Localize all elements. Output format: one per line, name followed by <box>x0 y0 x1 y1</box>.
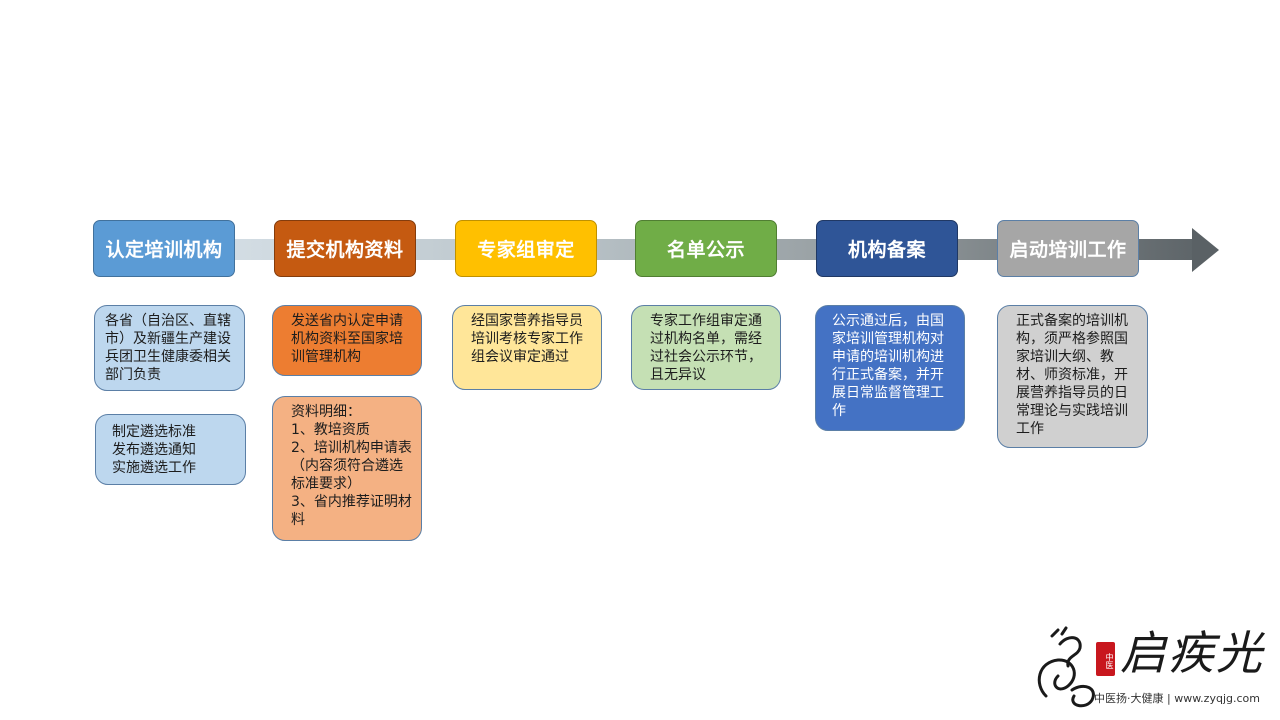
logo-seal: 中医 <box>1096 642 1115 676</box>
step-institution-filing: 机构备案 <box>816 220 958 277</box>
desc-step6-training: 正式备案的培训机构，须严格参照国家培训大纲、教材、师资标准，开展营养指导员的日常… <box>997 305 1148 448</box>
step-submit-institution-materials: 提交机构资料 <box>274 220 416 277</box>
step-identify-training-institution: 认定培训机构 <box>93 220 235 277</box>
desc-step1-responsibility: 各省（自治区、直辖市）及新疆生产建设兵团卫生健康委相关部门负责 <box>94 305 245 391</box>
desc-step1-tasks: 制定遴选标准 发布遴选通知 实施遴选工作 <box>95 414 246 485</box>
logo-text: 启疾光 <box>1120 626 1264 680</box>
desc-step2-submit: 发送省内认定申请机构资料至国家培训管理机构 <box>272 305 422 376</box>
desc-step4-publicity: 专家工作组审定通过机构名单，需经过社会公示环节，且无异议 <box>631 305 781 390</box>
logo-tagline: 中医扬·大健康 | www.zyqjg.com <box>1094 692 1260 705</box>
step-start-training: 启动培训工作 <box>997 220 1139 277</box>
flow-arrow-head <box>1192 228 1219 272</box>
desc-step5-filing: 公示通过后，由国家培训管理机构对申请的培训机构进行正式备案，并开展日常监督管理工… <box>815 305 965 431</box>
step-list-publicity: 名单公示 <box>635 220 777 277</box>
step-expert-review: 专家组审定 <box>455 220 597 277</box>
logo-mark <box>1037 626 1095 708</box>
desc-step3-review: 经国家营养指导员培训考核专家工作组会议审定通过 <box>452 305 602 390</box>
desc-step2-material-details: 资料明细： 1、教培资质 2、培训机构申请表（内容须符合遴选标准要求） 3、省内… <box>272 396 422 541</box>
